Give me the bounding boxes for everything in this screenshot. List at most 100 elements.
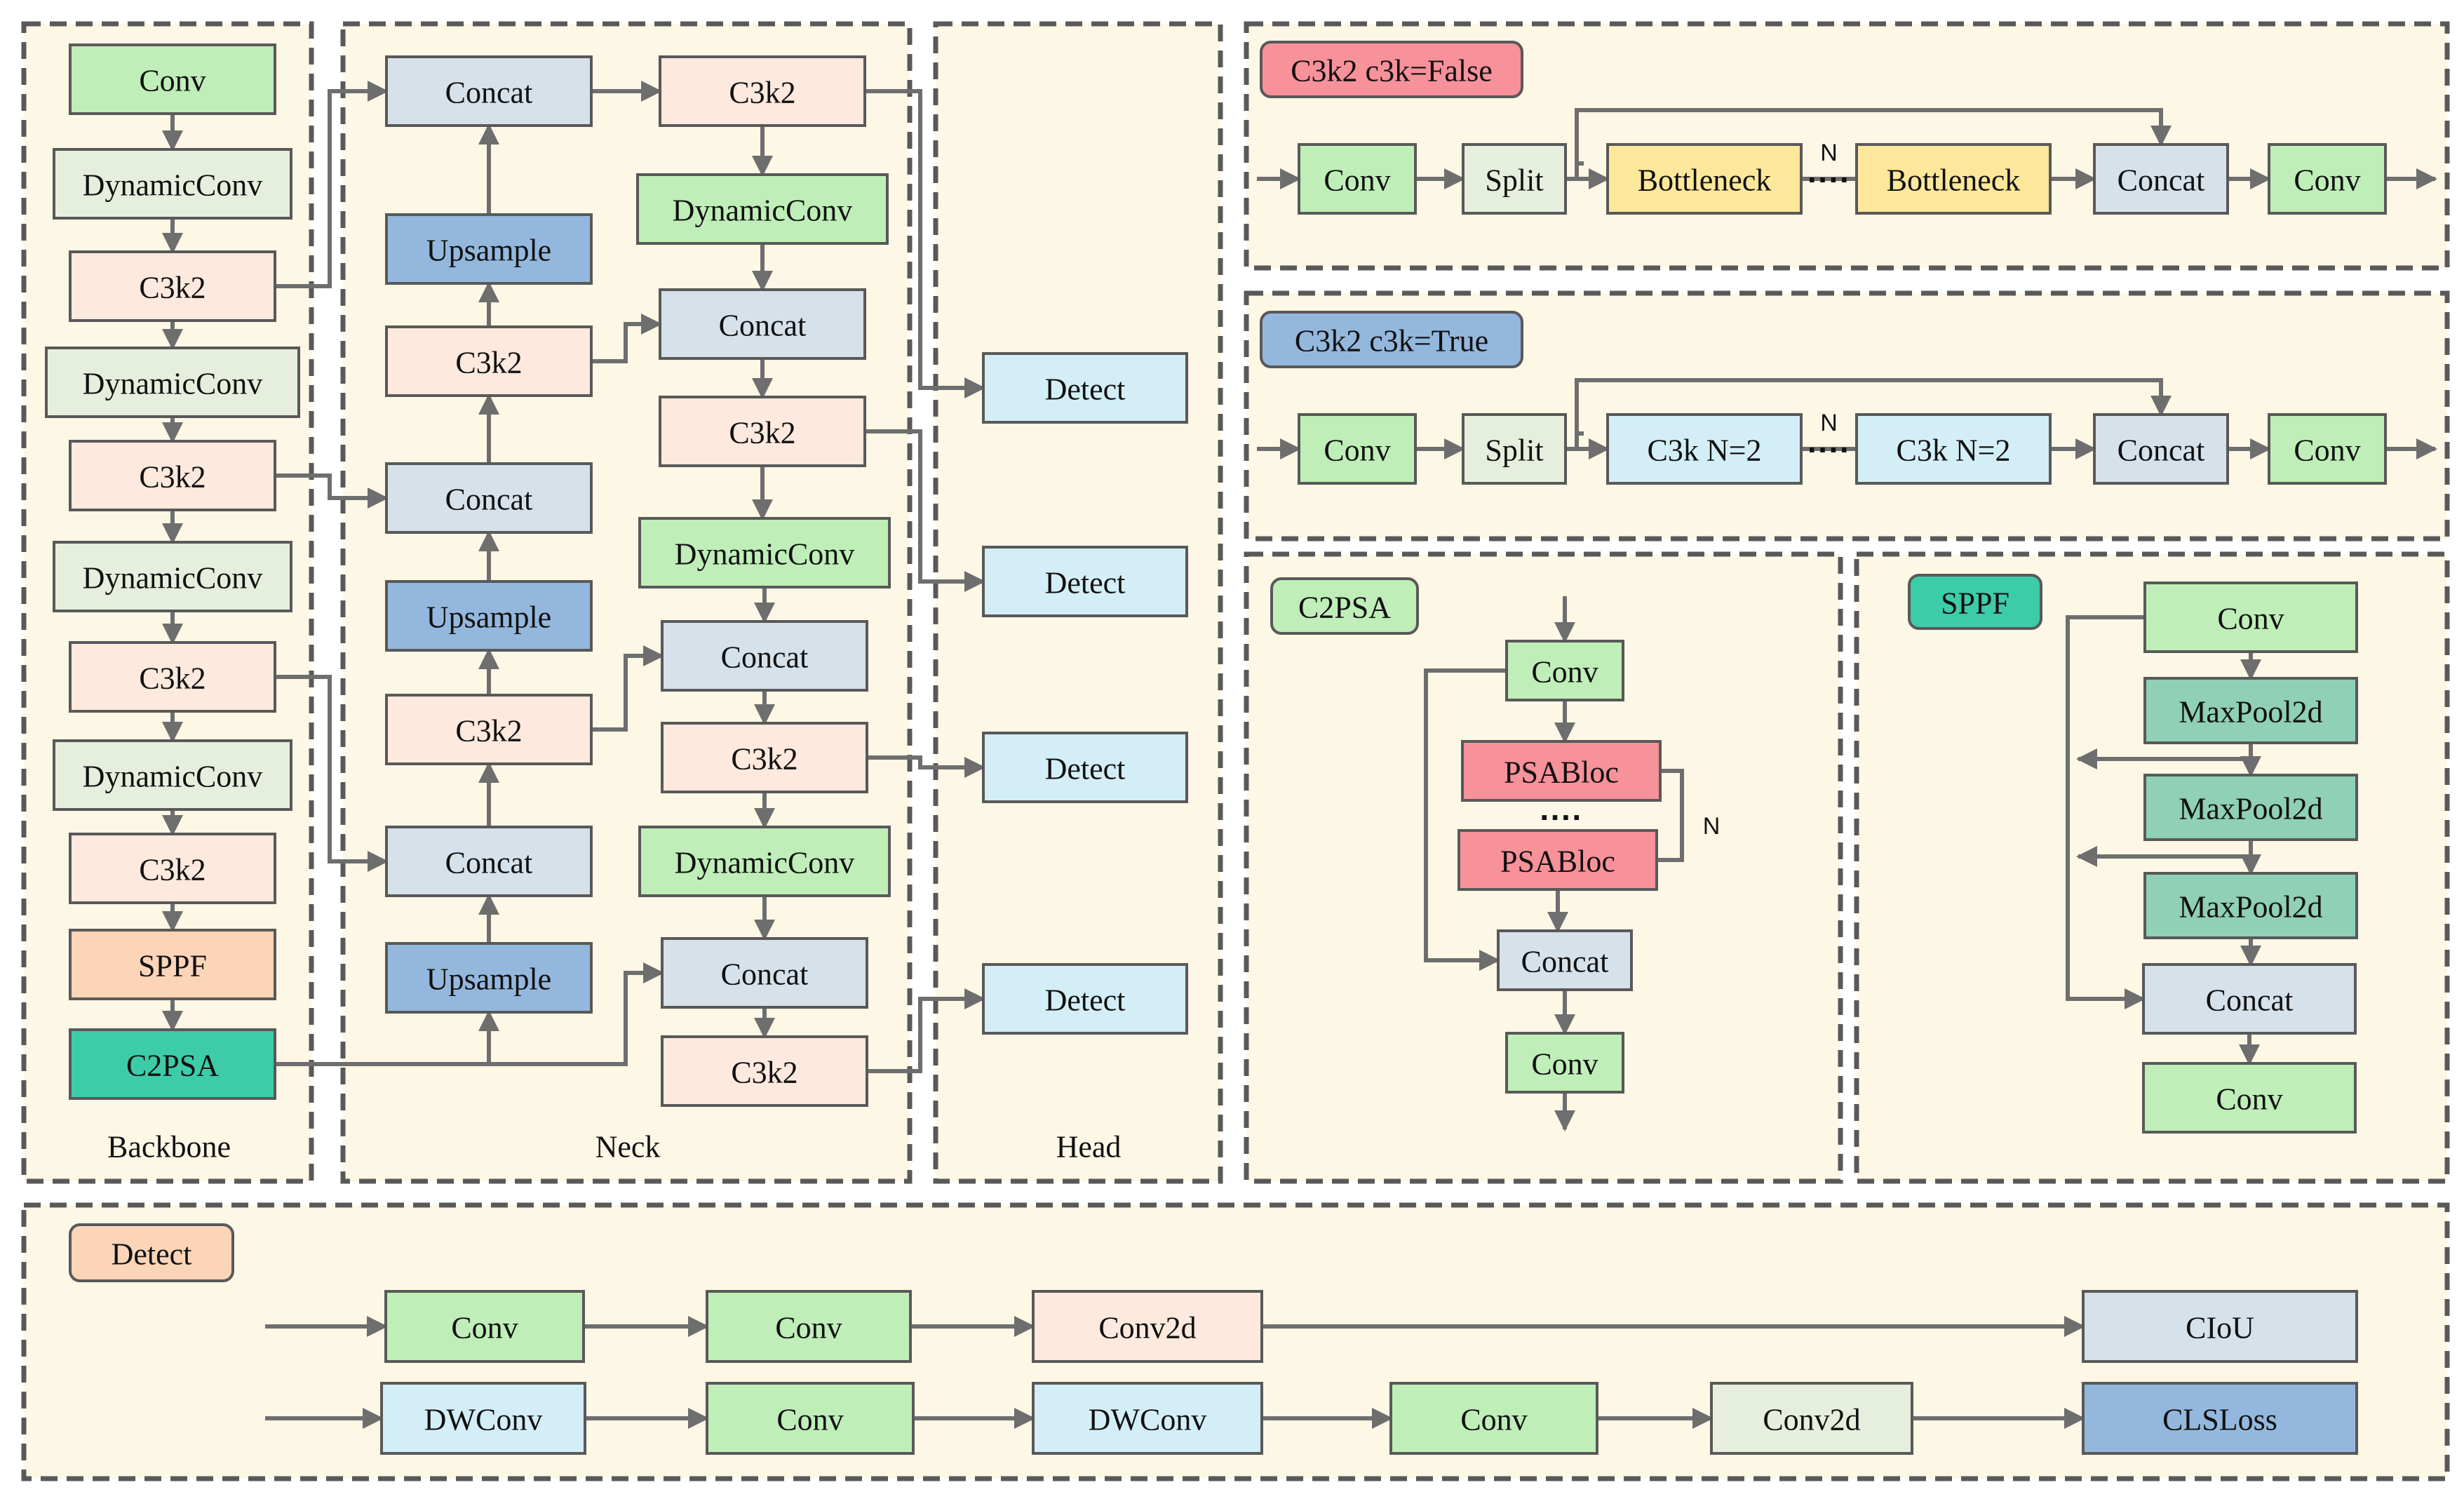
neck-dynamicconv-block: DynamicConv	[638, 517, 891, 589]
block-box	[53, 148, 292, 220]
c3k2-false-concat-block: Concat	[2093, 143, 2229, 215]
block-box	[385, 55, 593, 127]
block-label: CIoU	[2186, 1311, 2254, 1345]
block-label: C3k N=2	[1648, 433, 1762, 468]
c2psa-psabloc-block: PSABloc	[1457, 829, 1658, 891]
block-label: Concat	[721, 640, 809, 675]
block-box	[2143, 677, 2358, 744]
tag-box	[69, 1223, 234, 1282]
block-label: C3k2	[139, 661, 206, 696]
c2psa-conv-block: Conv	[1505, 1032, 1624, 1094]
block-box	[706, 1290, 912, 1363]
block-box	[69, 1028, 276, 1100]
backbone-c3k2-block: C3k2	[69, 440, 276, 511]
block-label: Concat	[1521, 945, 1609, 979]
block-label: Detect	[1045, 372, 1126, 407]
connector-arrow	[867, 988, 985, 1073]
block-box	[661, 1035, 868, 1107]
detect-row1-conv2d-block: Conv2d	[1032, 1290, 1263, 1363]
neck-upsample-block: Upsample	[385, 942, 593, 1014]
c3k2-true-split-block: Split	[1462, 413, 1567, 485]
c2psa-concat-block: Concat	[1497, 929, 1633, 991]
block-label: Conv	[776, 1403, 843, 1437]
connector-arrow	[1657, 769, 1684, 862]
block-box	[69, 833, 276, 904]
block-label: Conv	[1324, 163, 1390, 198]
c2psa-psabloc-block: PSABloc	[1461, 740, 1662, 802]
block-label: Bottleneck	[1638, 163, 1772, 198]
block-box	[2143, 872, 2358, 939]
block-box	[982, 732, 1188, 803]
neck-c3k2-block: C3k2	[659, 55, 866, 127]
sppf-tag: SPPF	[1908, 574, 2042, 630]
block-box	[2082, 1290, 2358, 1363]
detect-row2-dwconv-block: DWConv	[380, 1382, 586, 1455]
block-box	[53, 541, 292, 612]
block-box	[1497, 929, 1633, 991]
block-box	[659, 396, 866, 467]
block-label: C3k2	[139, 853, 206, 887]
detect-tag: Detect	[69, 1223, 234, 1282]
block-label: Conv2d	[1098, 1311, 1196, 1345]
block-label: SPPF	[138, 949, 207, 983]
connector-arrow	[867, 755, 985, 778]
labels: Backbone Neck Head	[107, 1130, 1121, 1164]
block-label: Concat	[445, 483, 533, 517]
block-label: Conv	[2216, 1082, 2282, 1117]
backbone-c3k2-block: C3k2	[69, 250, 276, 322]
c3k2-false-conv-block: Conv	[1298, 143, 1417, 215]
block-box	[638, 517, 891, 589]
block-box	[661, 937, 868, 1009]
neck-upsample-block: Upsample	[385, 213, 593, 285]
block-label: PSABloc	[1500, 845, 1615, 879]
sppf-maxpool2d-block: MaxPool2d	[2143, 774, 2358, 841]
sppf-conv-block: Conv	[2142, 1062, 2357, 1134]
backbone-c3k2-block: C3k2	[69, 833, 276, 904]
neck-c3k2-block: C3k2	[385, 694, 593, 765]
block-box	[385, 580, 593, 652]
block-label: Concat	[445, 846, 533, 880]
block-box	[2143, 774, 2358, 841]
connectors	[162, 81, 2437, 1429]
block-label: Conv	[2294, 433, 2360, 468]
block-box	[1855, 143, 2052, 215]
detect-row1-ciou-block: CIoU	[2082, 1290, 2358, 1363]
block-label: MaxPool2d	[2179, 890, 2322, 925]
block-box	[1032, 1382, 1263, 1455]
tag-label: C2PSA	[1298, 591, 1391, 625]
block-label: Conv	[1531, 1047, 1598, 1082]
detect-row2-conv-block: Conv	[706, 1382, 915, 1455]
neck-c3k2-block: C3k2	[659, 396, 866, 467]
block-box	[982, 352, 1188, 424]
connector-arrow	[489, 962, 664, 1066]
connector-arrow	[1575, 378, 2172, 449]
block-label: Split	[1485, 163, 1543, 198]
block-label: MaxPool2d	[2179, 695, 2322, 730]
detect-row2-clsloss-block: CLSLoss	[2082, 1382, 2358, 1455]
block-box	[385, 213, 593, 285]
head-detect-block: Detect	[982, 352, 1188, 424]
block-box	[661, 620, 868, 692]
block-label: Bottleneck	[1887, 163, 2021, 198]
c3k2-true-dots: ····	[1807, 431, 1850, 468]
block-label: Conv	[139, 64, 206, 98]
neck-upsample-block: Upsample	[385, 580, 593, 652]
block-box	[385, 325, 593, 397]
block-label: C3k2	[139, 460, 206, 495]
c3k2-false-n-label: N	[1820, 140, 1838, 166]
block-box	[661, 722, 868, 793]
block-box	[69, 641, 276, 713]
block-box	[1389, 1382, 1598, 1455]
block-label: Conv	[775, 1311, 842, 1345]
block-label: C3k2	[731, 742, 797, 776]
block-box	[380, 1382, 586, 1455]
block-label: DynamicConv	[675, 846, 855, 880]
block-box	[2268, 143, 2387, 215]
block-label: Conv	[1460, 1403, 1527, 1437]
c2psa-n-label: N	[1703, 813, 1721, 840]
block-box	[1710, 1382, 1913, 1455]
backbone-dynamicconv-block: DynamicConv	[53, 148, 292, 220]
connector-arrow	[591, 314, 662, 363]
